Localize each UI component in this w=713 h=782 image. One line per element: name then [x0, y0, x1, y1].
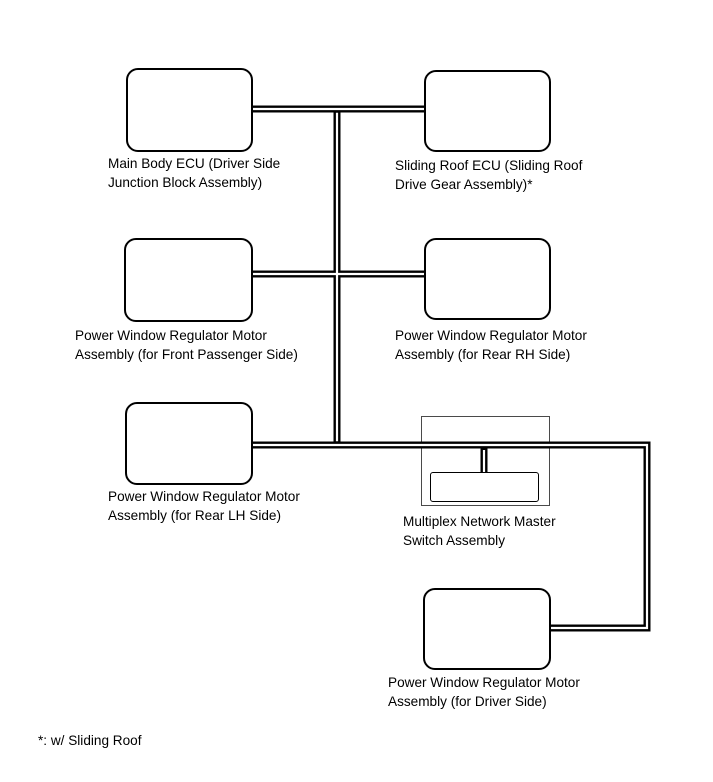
label-line: Junction Block Assembly): [108, 175, 263, 190]
node-label-pw-motor-front-passenger: Power Window Regulator Motor Assembly (f…: [75, 326, 298, 364]
label-line: Power Window Regulator Motor: [388, 675, 580, 690]
label-line: Multiplex Network Master: [403, 514, 556, 529]
node-box-sliding-roof-ecu: [424, 70, 551, 152]
node-label-pw-motor-rear-rh: Power Window Regulator Motor Assembly (f…: [395, 326, 587, 364]
node-label-multiplex-master-switch: Multiplex Network Master Switch Assembly: [403, 512, 556, 550]
node-box-pw-motor-front-passenger: [124, 238, 253, 322]
label-line: Power Window Regulator Motor: [395, 328, 587, 343]
label-line: Assembly (for Rear LH Side): [108, 508, 281, 523]
label-line: Main Body ECU (Driver Side: [108, 156, 281, 171]
node-box-pw-motor-rear-lh: [125, 402, 253, 485]
label-line: Assembly (for Front Passenger Side): [75, 347, 298, 362]
node-label-main-body-ecu: Main Body ECU (Driver Side Junction Bloc…: [108, 154, 280, 192]
label-line: Assembly (for Rear RH Side): [395, 347, 571, 362]
label-line: Assembly (for Driver Side): [388, 694, 547, 709]
label-line: Power Window Regulator Motor: [75, 328, 267, 343]
node-box-pw-motor-rear-rh: [424, 238, 551, 320]
label-line: Drive Gear Assembly)*: [395, 177, 533, 192]
node-box-main-body-ecu: [126, 68, 253, 152]
label-line: Switch Assembly: [403, 533, 505, 548]
node-label-pw-motor-rear-lh: Power Window Regulator Motor Assembly (f…: [108, 487, 300, 525]
node-label-pw-motor-driver: Power Window Regulator Motor Assembly (f…: [388, 673, 580, 711]
label-line: Power Window Regulator Motor: [108, 489, 300, 504]
node-label-sliding-roof-ecu: Sliding Roof ECU (Sliding Roof Drive Gea…: [395, 156, 582, 194]
footnote-sliding-roof: *: w/ Sliding Roof: [38, 733, 142, 748]
label-line: Sliding Roof ECU (Sliding Roof: [395, 158, 583, 173]
node-box-multiplex-master-switch-inner: [430, 472, 539, 502]
node-box-pw-motor-driver: [423, 588, 551, 670]
